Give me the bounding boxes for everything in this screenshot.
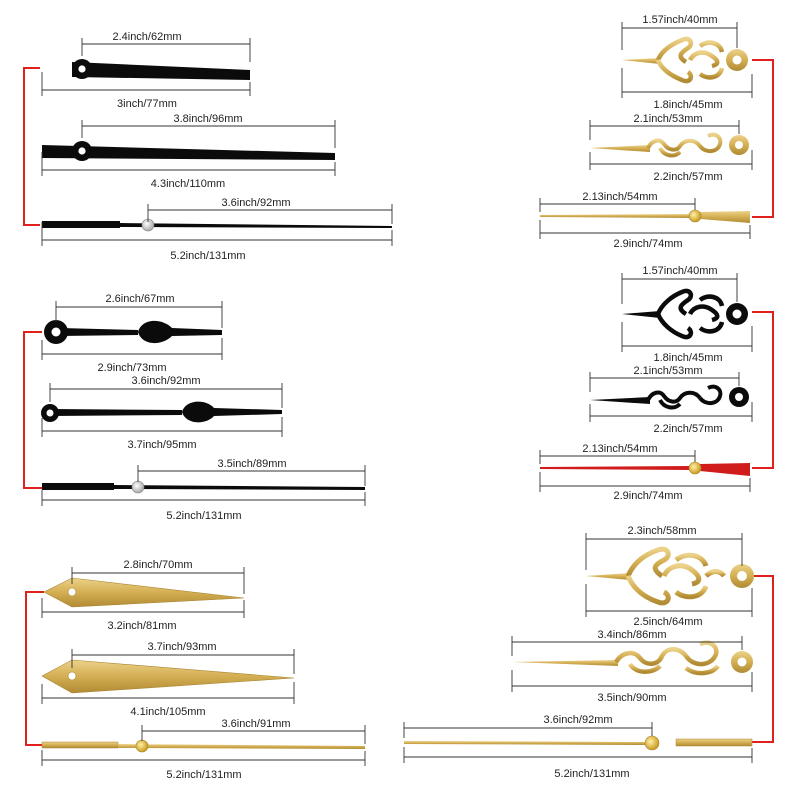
hour-hand: [72, 59, 250, 80]
hour-dimensions: 2.3inch/58mm 2.5inch/64mm: [585, 525, 753, 628]
second-dimensions: 2.13inch/54mm 2.9inch/74mm: [539, 443, 751, 502]
second-bottom-label: 5.2inch/131mm: [554, 768, 629, 780]
minute-dimensions: 3.4inch/86mm 3.5inch/90mm: [511, 629, 753, 704]
minute-bottom-label: 2.2inch/57mm: [653, 171, 722, 183]
hour-bottom-label: 2.9inch/73mm: [97, 362, 166, 374]
set-black-straight: 2.4inch/62mm 3inch/77mm 3.8inch/96mm 4.3…: [23, 31, 393, 262]
second-top-label: 3.6inch/92mm: [221, 197, 290, 209]
minute-top-label: 2.1inch/53mm: [633, 113, 702, 125]
hour-top-label: 1.57inch/40mm: [642, 14, 717, 26]
minute-dimensions: 2.1inch/53mm 2.2inch/57mm: [589, 113, 753, 183]
hour-top-label: 2.6inch/67mm: [105, 293, 174, 305]
second-hand: [42, 218, 392, 232]
set-bracket: [752, 575, 774, 743]
minute-top-label: 3.6inch/92mm: [131, 375, 200, 387]
second-dimensions: 2.13inch/54mm 2.9inch/74mm: [539, 191, 751, 250]
minute-hand: [590, 132, 749, 158]
second-top-label: 3.5inch/89mm: [217, 458, 286, 470]
hour-bottom-label: 2.5inch/64mm: [633, 616, 702, 628]
second-bottom-label: 5.2inch/131mm: [166, 510, 241, 522]
hour-top-label: 2.4inch/62mm: [112, 31, 181, 43]
set-bracket: [25, 591, 44, 746]
second-top-label: 2.13inch/54mm: [582, 443, 657, 455]
second-dimensions: 3.6inch/92mm 5.2inch/131mm: [403, 714, 753, 780]
second-bottom-label: 5.2inch/131mm: [166, 769, 241, 781]
minute-hand: [42, 141, 335, 161]
minute-hand: [41, 659, 295, 694]
second-dimensions: 3.6inch/92mm 5.2inch/131mm: [41, 197, 393, 262]
minute-top-label: 2.1inch/53mm: [633, 365, 702, 377]
second-hand: [540, 461, 750, 476]
set-bracket: [23, 67, 40, 226]
second-top-label: 3.6inch/91mm: [221, 718, 290, 730]
set-bracket: [23, 331, 42, 489]
minute-dimensions: 2.1inch/53mm 2.2inch/57mm: [589, 365, 753, 435]
second-top-label: 3.6inch/92mm: [543, 714, 612, 726]
minute-dimensions: 3.8inch/96mm 4.3inch/110mm: [41, 113, 336, 190]
minute-hand: [41, 401, 282, 423]
minute-bottom-label: 3.7inch/95mm: [127, 439, 196, 451]
hour-hand: [586, 546, 754, 606]
hour-bottom-label: 3inch/77mm: [117, 98, 177, 110]
second-hand: [540, 209, 750, 223]
minute-hand: [590, 384, 749, 410]
minute-dimensions: 3.6inch/92mm 3.7inch/95mm: [41, 375, 283, 451]
second-hand: [404, 735, 753, 751]
second-bottom-label: 5.2inch/131mm: [170, 250, 245, 262]
minute-bottom-label: 3.5inch/90mm: [597, 692, 666, 704]
second-dimensions: 3.5inch/89mm 5.2inch/131mm: [41, 458, 366, 522]
minute-hand: [512, 640, 753, 676]
minute-bottom-label: 2.2inch/57mm: [653, 423, 722, 435]
hour-dimensions: 2.4inch/62mm 3inch/77mm: [41, 31, 251, 110]
hour-top-label: 2.8inch/70mm: [123, 559, 192, 571]
second-bottom-label: 2.9inch/74mm: [613, 490, 682, 502]
set-bracket: [752, 311, 774, 469]
second-top-label: 2.13inch/54mm: [582, 191, 657, 203]
hour-bottom-label: 3.2inch/81mm: [107, 620, 176, 632]
hour-bottom-label: 1.8inch/45mm: [653, 99, 722, 111]
minute-dimensions: 3.7inch/93mm 4.1inch/105mm: [41, 641, 295, 718]
hour-hand: [622, 288, 748, 340]
second-hand: [42, 480, 365, 494]
set-gold-ornate-large: 2.3inch/58mm 2.5inch/64mm 3.4inch/86mm 3…: [403, 525, 774, 780]
minute-bottom-label: 4.3inch/110mm: [151, 178, 225, 190]
minute-bottom-label: 4.1inch/105mm: [130, 706, 205, 718]
second-dimensions: 3.6inch/91mm 5.2inch/131mm: [41, 718, 366, 781]
minute-top-label: 3.8inch/96mm: [173, 113, 242, 125]
set-gold-sword: 2.8inch/70mm 3.2inch/81mm 3.7inch/93mm 4…: [25, 559, 366, 781]
minute-top-label: 3.7inch/93mm: [147, 641, 216, 653]
hour-bottom-label: 1.8inch/45mm: [653, 352, 722, 364]
second-bottom-label: 2.9inch/74mm: [613, 238, 682, 250]
hour-hand: [622, 36, 748, 84]
hour-dimensions: 2.6inch/67mm 2.9inch/73mm: [41, 293, 223, 374]
hour-dimensions: 1.57inch/40mm 1.8inch/45mm: [621, 265, 753, 364]
second-hand: [41, 739, 365, 753]
hour-hand: [43, 577, 245, 608]
hour-dimensions: 1.57inch/40mm 1.8inch/45mm: [621, 14, 753, 111]
set-black-ornate-small: 1.57inch/40mm 1.8inch/45mm 2.1inch/53mm …: [539, 265, 774, 502]
hour-dimensions: 2.8inch/70mm 3.2inch/81mm: [41, 559, 245, 632]
hour-hand: [44, 320, 222, 344]
minute-top-label: 3.4inch/86mm: [597, 629, 666, 641]
set-gold-ornate-small: 1.57inch/40mm 1.8inch/45mm 2.1inch/53mm …: [539, 14, 774, 250]
set-bracket: [752, 59, 774, 218]
hour-top-label: 1.57inch/40mm: [642, 265, 717, 277]
set-black-spade: 2.6inch/67mm 2.9inch/73mm 3.6inch/92mm 3…: [23, 293, 366, 522]
hour-top-label: 2.3inch/58mm: [627, 525, 696, 537]
